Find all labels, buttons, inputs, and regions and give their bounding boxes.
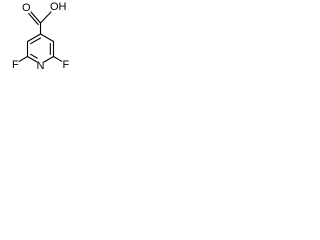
- fluorine-right-label: F: [63, 59, 70, 71]
- ring-bond-c2-n-inner: [30, 53, 38, 59]
- c2-f-bond: [18, 55, 29, 62]
- ring-bond-c2-n: [26, 55, 38, 63]
- carboxyl-co-double-bond-b: [28, 12, 39, 26]
- ring-bond-c4-c3-inner: [30, 37, 42, 45]
- fluorine-left-label: F: [12, 59, 19, 71]
- atom-labels: OH O N F F: [12, 1, 70, 72]
- ring-bond-c6-n: [43, 55, 55, 63]
- molecule-structure-diagram: OH O N F F: [12, 1, 70, 72]
- carbonyl-oxygen-label: O: [22, 2, 31, 14]
- c6-f-bond: [52, 55, 63, 62]
- hydroxyl-label: OH: [50, 1, 67, 13]
- bonds: [18, 11, 63, 63]
- ring-nitrogen-label: N: [37, 60, 45, 72]
- carboxyl-co-double-bond-a: [30, 11, 42, 24]
- ring-bond-c4-c5: [39, 33, 55, 43]
- ring-bond-c4-c3: [26, 33, 42, 43]
- carboxyl-oh-bond: [39, 11, 52, 24]
